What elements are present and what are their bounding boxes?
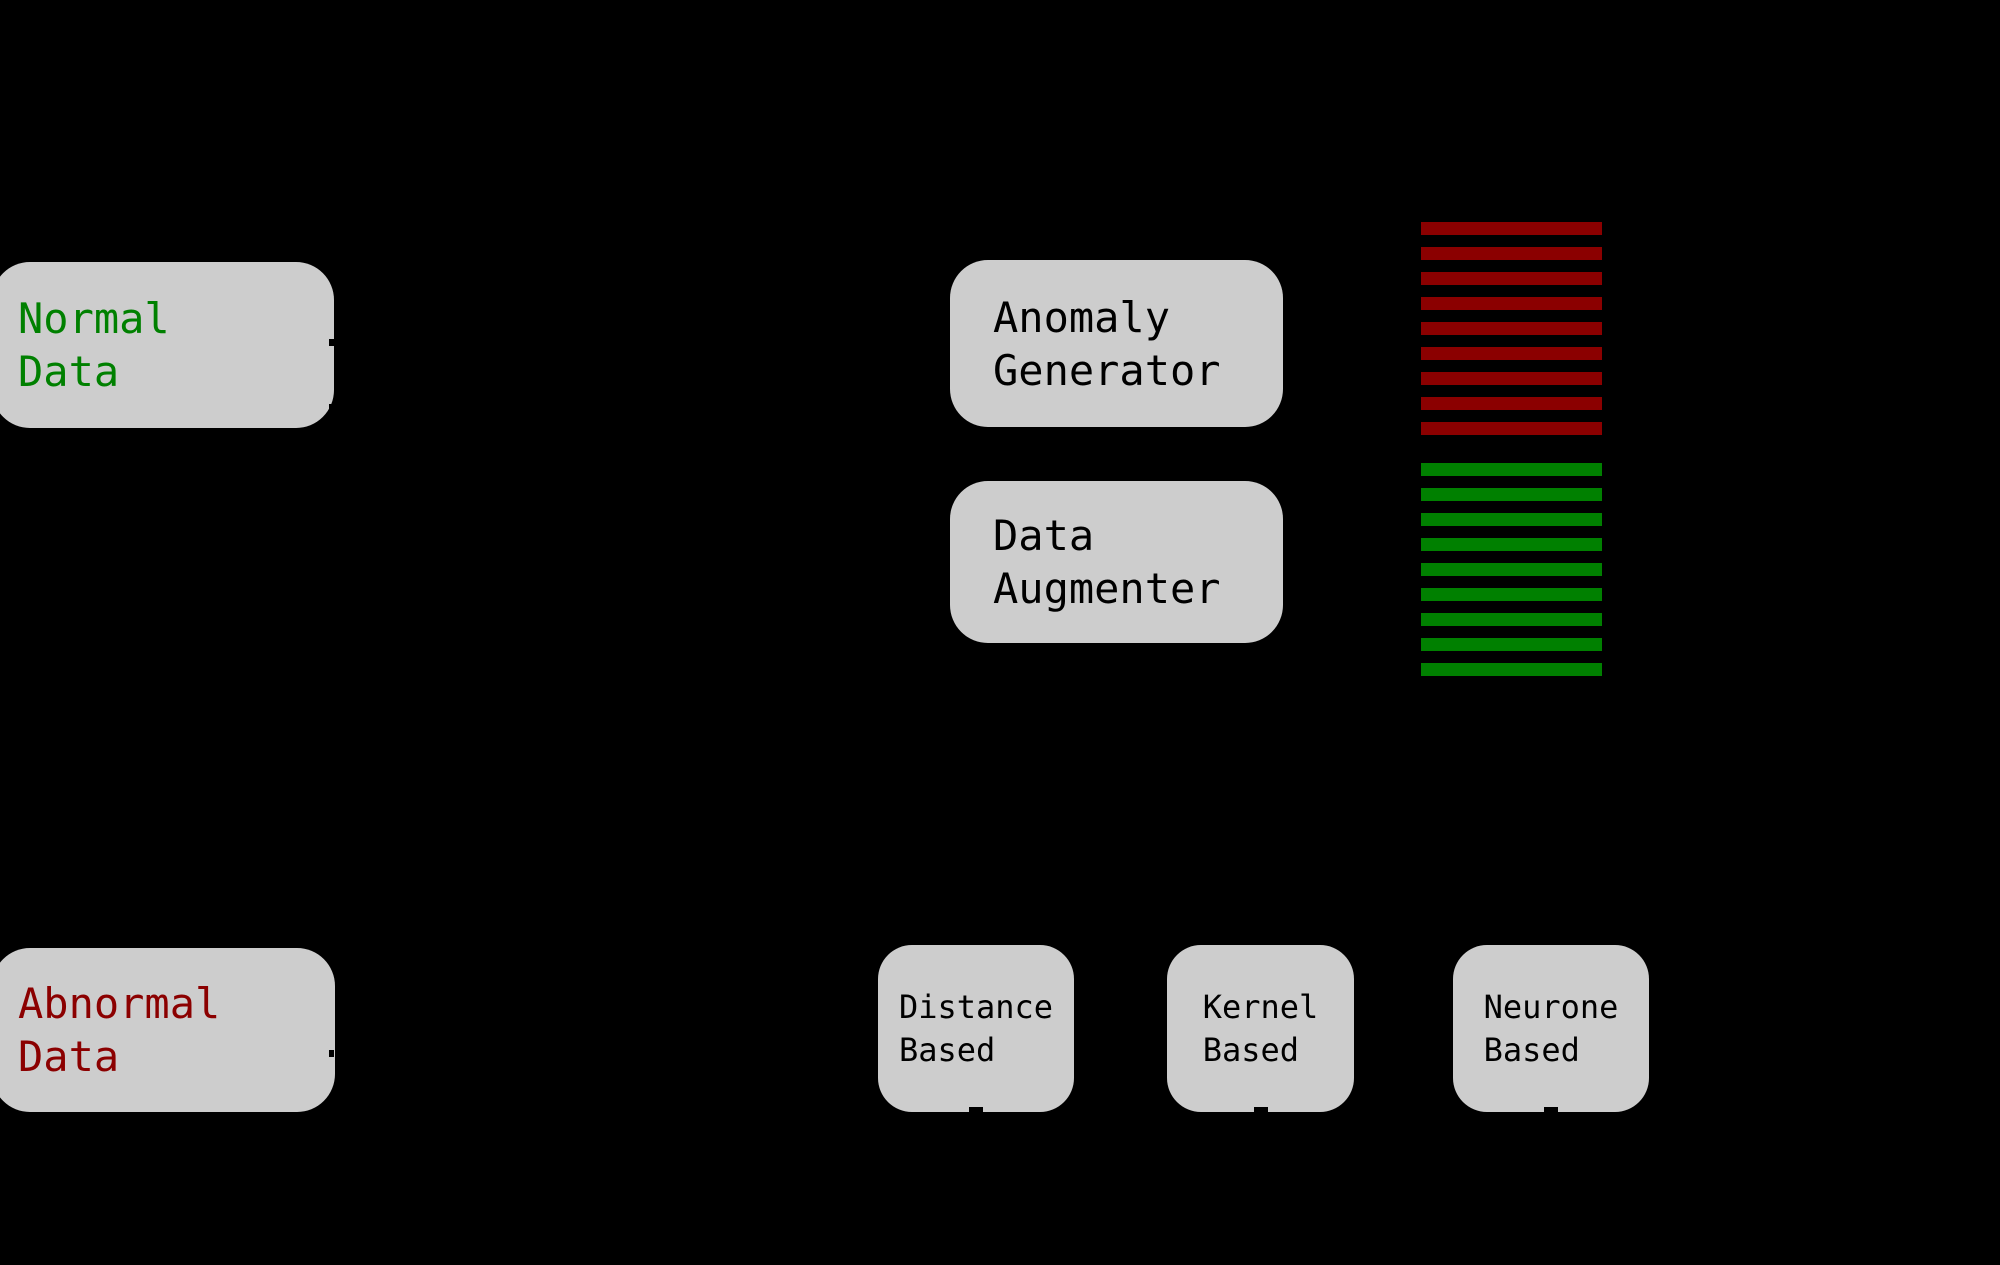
arrowhead-notch [969, 1107, 983, 1112]
arrow-stub [329, 404, 334, 411]
anomalous-data-stripe [1421, 272, 1602, 285]
node-abnormal-data: Abnormal Data [0, 948, 335, 1112]
augmented-data-stripe [1421, 538, 1602, 551]
augmented-data-stripe [1421, 463, 1602, 476]
augmented-data-stripe [1421, 663, 1602, 676]
anomalous-data-stripe [1421, 297, 1602, 310]
node-neurone-based-label: Neurone Based [1483, 987, 1619, 1069]
node-distance-based: Distance Based [878, 945, 1074, 1112]
augmented-data-stripe [1421, 488, 1602, 501]
node-anomaly-generator-label: Anomaly Generator [993, 292, 1221, 395]
node-kernel-based-label: Kernel Based [1202, 987, 1319, 1069]
node-data-augmenter-label: Data Augmenter [993, 511, 1221, 613]
augmented-data-stripes [1421, 463, 1602, 688]
arrowhead-notch [1253, 1107, 1268, 1112]
node-abnormal-data-label: Abnormal Data [18, 979, 221, 1081]
anomalous-data-stripe [1421, 422, 1602, 435]
anomalous-data-stripe [1421, 247, 1602, 260]
anomalous-data-stripe [1421, 397, 1602, 410]
arrow-stub [329, 339, 334, 346]
node-distance-based-label: Distance Based [898, 987, 1054, 1069]
arrowhead-notch [1544, 1107, 1558, 1112]
anomalous-data-stripe [1421, 372, 1602, 385]
augmented-data-stripe [1421, 638, 1602, 651]
node-anomaly-generator: Anomaly Generator [950, 260, 1283, 427]
augmented-data-stripe [1421, 588, 1602, 601]
node-kernel-based: Kernel Based [1167, 945, 1354, 1112]
node-normal-data-label: Normal Data [18, 294, 170, 396]
anomalous-data-stripe [1421, 347, 1602, 360]
node-data-augmenter: Data Augmenter [950, 481, 1283, 643]
anomalous-data-stripe [1421, 322, 1602, 335]
augmented-data-stripe [1421, 613, 1602, 626]
node-neurone-based: Neurone Based [1453, 945, 1649, 1112]
augmented-data-stripe [1421, 513, 1602, 526]
anomalous-data-stripes [1421, 222, 1602, 447]
node-normal-data: Normal Data [0, 262, 334, 428]
anomalous-data-stripe [1421, 222, 1602, 235]
augmented-data-stripe [1421, 563, 1602, 576]
arrow-stub [329, 1050, 334, 1057]
